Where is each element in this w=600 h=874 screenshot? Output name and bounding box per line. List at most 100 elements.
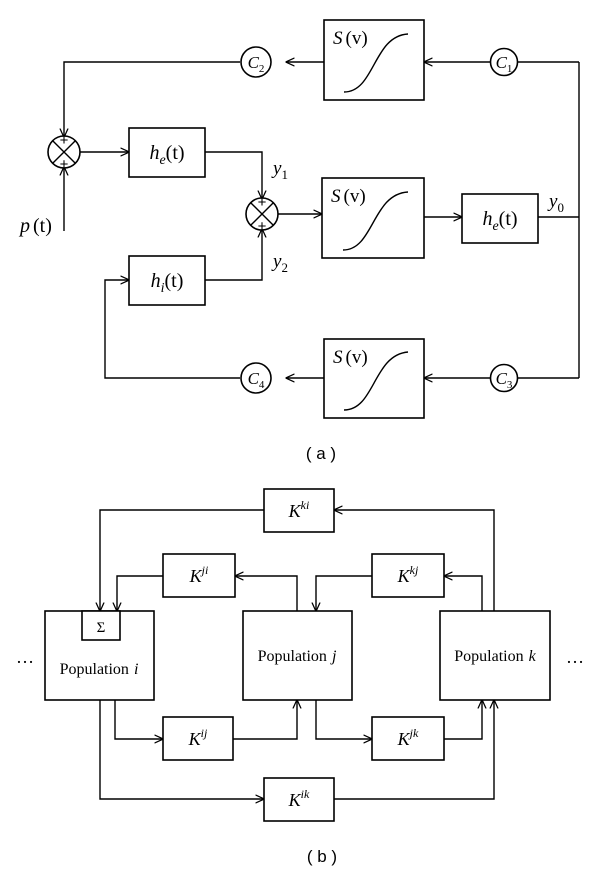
sigmoid-arg: (v) bbox=[346, 347, 368, 368]
c3-sub: 3 bbox=[507, 379, 513, 391]
population-j-label: Population bbox=[258, 648, 327, 665]
population-i-block: Σ Population i bbox=[44, 610, 155, 701]
population-j-var: j bbox=[330, 648, 337, 665]
gain-kki-block: Kki bbox=[263, 488, 335, 533]
sigmoid-label: S bbox=[333, 28, 343, 49]
hi-block: hi(t) bbox=[128, 255, 206, 306]
svg-text:Kjk: Kjk bbox=[397, 726, 419, 749]
he-right-fn: h bbox=[482, 208, 492, 230]
hi-sub: i bbox=[161, 281, 165, 296]
he-right-sub: e bbox=[492, 219, 498, 234]
sum-symbol: Σ bbox=[97, 620, 106, 636]
population-i-var: i bbox=[134, 661, 138, 678]
sigmoid-arg: (v) bbox=[346, 28, 368, 49]
c1-sub: 1 bbox=[507, 63, 513, 75]
svg-text:C2: C2 bbox=[248, 53, 265, 75]
sigmoid-curve-icon bbox=[343, 33, 409, 93]
wire-hi-to-sum-center bbox=[205, 229, 262, 281]
caption-b: ( b ) bbox=[307, 847, 337, 866]
population-k-label: Population bbox=[454, 648, 523, 665]
c1-node: C1 bbox=[489, 47, 519, 77]
summing-junction-center: + + bbox=[245, 194, 279, 235]
population-k-var: k bbox=[529, 648, 537, 665]
c4-sub: 4 bbox=[259, 379, 265, 391]
c2-node: C2 bbox=[240, 46, 272, 78]
plus-sign: + bbox=[258, 218, 267, 235]
wire-i-to-kij bbox=[114, 700, 163, 739]
wire-kij-to-j bbox=[233, 700, 297, 740]
wire-c2-to-sum-top bbox=[64, 61, 240, 137]
wire-j-to-kjk bbox=[315, 700, 372, 739]
wire-kki-to-i bbox=[100, 509, 264, 611]
svg-text:S(v): S(v) bbox=[331, 186, 366, 207]
sigmoid-curve-icon bbox=[342, 191, 409, 251]
c3-node: C3 bbox=[489, 363, 519, 393]
ellipsis-right: … bbox=[566, 647, 584, 667]
svg-text:hi(t): hi(t) bbox=[151, 270, 184, 296]
svg-text:Kki: Kki bbox=[288, 498, 310, 521]
c4-node: C4 bbox=[240, 362, 272, 394]
wire-i-to-kik bbox=[99, 700, 264, 799]
wire-k-to-kkj bbox=[444, 576, 483, 611]
svg-text:Kji: Kji bbox=[189, 563, 209, 586]
plus-sign: + bbox=[60, 156, 69, 173]
svg-text:S(v): S(v) bbox=[333, 347, 368, 368]
wire-c4-to-hi bbox=[104, 280, 240, 379]
svg-text:C1: C1 bbox=[496, 53, 513, 75]
he-block-top: he(t) bbox=[128, 127, 206, 178]
panel-a: + + + + he(t) hi(t) he(t bbox=[18, 19, 580, 463]
sum-box bbox=[81, 610, 121, 641]
sigmoid-label: S bbox=[331, 186, 341, 207]
svg-text:Kij: Kij bbox=[188, 726, 208, 749]
svg-text:S(v): S(v) bbox=[333, 28, 368, 49]
svg-text:Kkj: Kkj bbox=[397, 563, 419, 586]
signal-y2-label: y2 bbox=[271, 251, 288, 275]
population-k-block: Population k bbox=[439, 610, 551, 701]
sigmoid-block-top: S(v) bbox=[323, 19, 425, 101]
c2-base: C bbox=[248, 53, 260, 72]
he-top-arg: (t) bbox=[166, 142, 185, 164]
sigmoid-label: S bbox=[333, 347, 343, 368]
panel-a-wires bbox=[64, 61, 580, 379]
wire-kji-to-i bbox=[117, 575, 163, 611]
svg-text:Kik: Kik bbox=[288, 787, 310, 810]
c1-base: C bbox=[496, 53, 508, 72]
gain-kji-block: Kji bbox=[162, 553, 236, 598]
gain-kij-block: Kij bbox=[162, 716, 234, 761]
panel-b-wires bbox=[100, 510, 494, 799]
wire-kkj-to-j bbox=[316, 575, 372, 611]
svg-text:he(t): he(t) bbox=[482, 208, 517, 234]
he-right-arg: (t) bbox=[499, 208, 518, 230]
svg-text:he(t): he(t) bbox=[149, 142, 184, 168]
wire-kjk-to-k bbox=[444, 700, 482, 740]
he-top-sub: e bbox=[159, 153, 165, 168]
input-p-label: p(t) bbox=[18, 215, 52, 237]
hi-fn: h bbox=[151, 270, 161, 292]
sigmoid-arg: (v) bbox=[344, 186, 366, 207]
gain-kik-block: Kik bbox=[263, 777, 335, 822]
caption-a: ( a ) bbox=[306, 444, 336, 463]
wire-j-to-kji bbox=[235, 576, 298, 611]
wire-he-to-sum-center bbox=[205, 151, 262, 199]
svg-text:C4: C4 bbox=[248, 369, 265, 391]
wire-kik-to-k bbox=[334, 700, 494, 800]
c2-sub: 2 bbox=[259, 63, 265, 75]
plus-sign: + bbox=[258, 194, 267, 211]
population-i-label: Population bbox=[60, 661, 129, 678]
he-top-fn: h bbox=[149, 142, 159, 164]
sigmoid-block-bottom: S(v) bbox=[323, 338, 425, 419]
he-block-right: he(t) bbox=[461, 193, 539, 244]
c4-base: C bbox=[248, 369, 260, 388]
ellipsis-left: … bbox=[16, 647, 34, 667]
gain-kjk-block: Kjk bbox=[371, 716, 445, 761]
sigmoid-curve-icon bbox=[343, 351, 409, 411]
svg-text:C3: C3 bbox=[496, 369, 513, 391]
summing-junction-left: + + bbox=[47, 132, 81, 173]
hi-arg: (t) bbox=[165, 270, 184, 292]
